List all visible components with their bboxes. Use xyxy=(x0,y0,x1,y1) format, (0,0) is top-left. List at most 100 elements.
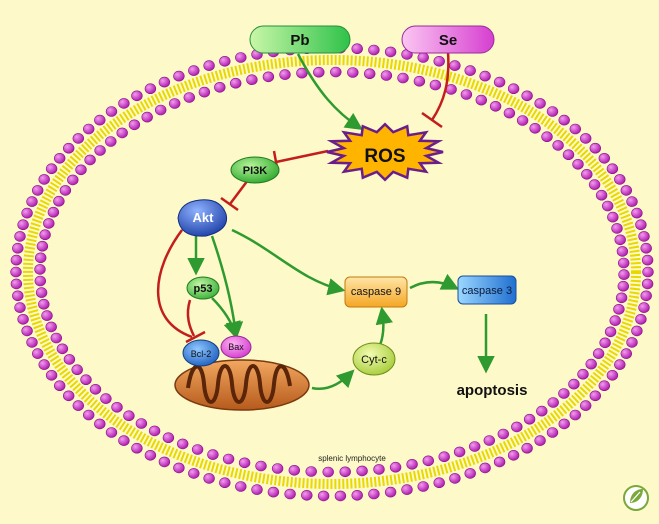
membrane-head xyxy=(588,179,601,190)
membrane-head xyxy=(183,92,196,103)
membrane-head xyxy=(631,325,643,337)
membrane-head xyxy=(592,348,605,359)
membrane-head xyxy=(334,490,347,502)
membrane-head xyxy=(368,488,380,500)
membrane-head xyxy=(111,401,123,413)
membrane-head xyxy=(607,211,619,223)
membrane-head xyxy=(579,133,592,144)
membrane-head xyxy=(541,131,553,142)
membrane-head xyxy=(433,55,445,67)
membrane-head xyxy=(635,219,647,230)
inhibition-edges xyxy=(156,51,450,344)
membrane-head xyxy=(569,123,581,135)
membrane-head xyxy=(601,200,614,212)
input-pb: Pb xyxy=(249,25,351,54)
membrane-head xyxy=(135,418,148,429)
membrane-head xyxy=(296,67,308,79)
membrane-head xyxy=(614,234,626,246)
membrane-head xyxy=(397,72,409,84)
membrane-head xyxy=(489,101,502,112)
membrane-head xyxy=(12,242,24,254)
membrane-head xyxy=(75,164,87,176)
membrane-head xyxy=(141,111,153,123)
caspase3-node: caspase 3 xyxy=(457,275,517,305)
bax-label: Bax xyxy=(228,342,244,352)
membrane-head xyxy=(80,374,92,386)
membrane-head xyxy=(34,275,46,287)
membrane-head xyxy=(401,484,413,495)
membrane-head xyxy=(384,486,397,498)
membrane-head xyxy=(483,435,495,446)
membrane-head xyxy=(10,278,23,290)
membrane-head xyxy=(38,298,50,310)
membrane-head xyxy=(21,207,33,219)
membrane-head xyxy=(598,153,610,164)
membrane-head xyxy=(203,60,215,71)
cell-label: splenic lymphocyte xyxy=(318,454,386,463)
membrane-head xyxy=(26,337,38,348)
membrane-head xyxy=(546,106,559,117)
membrane-head xyxy=(507,449,520,461)
membrane-head xyxy=(547,397,559,408)
membrane-head xyxy=(585,358,597,370)
membrane-head xyxy=(417,52,429,63)
membrane-head xyxy=(413,75,426,87)
membrane-head xyxy=(589,142,601,154)
membrane-head xyxy=(31,348,44,359)
membrane-head xyxy=(279,69,291,80)
membrane-head xyxy=(606,163,619,174)
membrane-head xyxy=(191,444,204,455)
mitochondrion-cristae xyxy=(186,364,292,404)
membrane-head xyxy=(641,254,654,266)
membrane-head xyxy=(626,337,638,348)
membrane-head xyxy=(45,163,58,174)
membrane-head xyxy=(614,359,626,370)
membrane-head xyxy=(356,465,368,477)
membrane-head xyxy=(373,464,385,475)
membrane-head xyxy=(17,313,29,325)
membrane-head xyxy=(640,290,652,302)
p53-label: p53 xyxy=(194,283,213,295)
membrane-head xyxy=(516,115,529,126)
membrane-head xyxy=(72,400,85,411)
membrane-head xyxy=(581,169,593,180)
membrane-head xyxy=(558,114,570,126)
membrane-head xyxy=(368,44,380,56)
membrane-head xyxy=(14,231,26,242)
membrane-head xyxy=(17,219,29,230)
membrane-head xyxy=(638,231,650,242)
membrane-head xyxy=(177,438,189,450)
membrane-head xyxy=(53,195,65,207)
membrane-head xyxy=(351,43,363,55)
membrane-head xyxy=(62,390,75,402)
membrane-head xyxy=(123,410,135,422)
membrane-head xyxy=(521,442,533,454)
membrane-head xyxy=(384,46,397,58)
membrane-head xyxy=(35,287,48,298)
membrane-head xyxy=(534,435,546,446)
membrane-head xyxy=(641,278,654,290)
membrane-head xyxy=(31,185,44,196)
membrane-head xyxy=(635,313,647,325)
membrane-head xyxy=(158,456,171,468)
membrane-head xyxy=(105,427,118,438)
membrane-head xyxy=(45,369,58,381)
membrane-head xyxy=(100,393,112,404)
membrane-head xyxy=(599,337,611,349)
membrane-head xyxy=(595,189,608,201)
membrane-head xyxy=(198,86,211,98)
membrane-head xyxy=(144,83,157,94)
membrane-head xyxy=(497,428,509,440)
membrane-head xyxy=(267,486,280,498)
membrane-head xyxy=(219,55,231,67)
membrane-head xyxy=(523,413,536,425)
membrane-head xyxy=(118,98,130,109)
membrane-head xyxy=(606,369,619,381)
membrane-head xyxy=(493,456,506,468)
membrane-head xyxy=(562,149,575,160)
membrane-head xyxy=(422,455,434,467)
membrane-head xyxy=(568,378,580,390)
membrane-head xyxy=(94,418,106,430)
membrane-head xyxy=(173,462,185,474)
inhibit-pi3k-to-akt-bar xyxy=(220,196,239,212)
